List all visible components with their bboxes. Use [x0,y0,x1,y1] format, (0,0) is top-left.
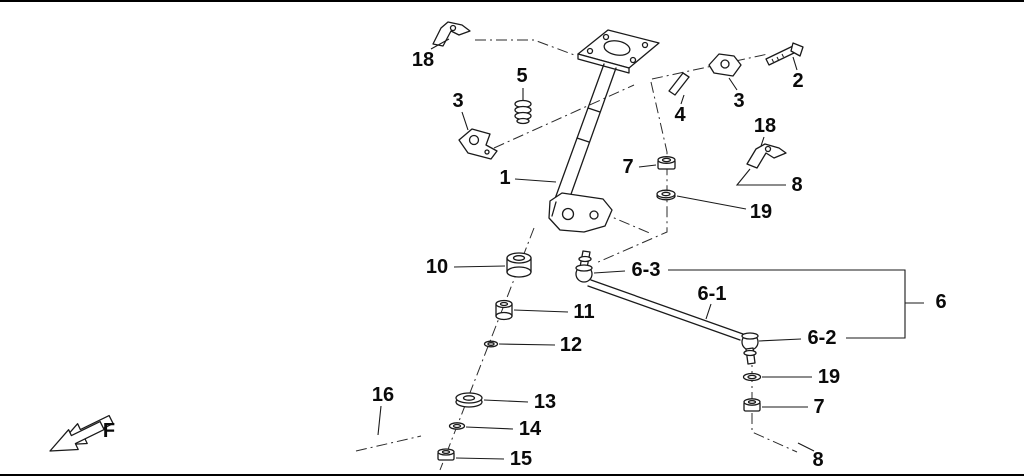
part-label-6: 6 [935,291,946,313]
part-label-8a: 8 [791,174,802,196]
column-lower-bracket [548,192,613,233]
centerlines [355,39,798,471]
washer-13 [455,392,483,408]
part-label-6-1: 6-1 [698,283,727,305]
part-label-15: 15 [510,448,532,470]
bracket-3-left [458,128,498,160]
leader-line-15 [455,457,505,460]
leader-line-6-2 [758,338,802,342]
bushing-5 [514,99,532,125]
leader-line-6-1 [705,303,712,320]
part-label-1: 1 [499,167,510,189]
bushing-10 [506,252,532,278]
leader-line-3b [728,77,738,91]
direction-label: F [103,420,115,442]
leader-line-13 [483,399,529,403]
part-label-16: 16 [372,384,394,406]
front-direction-arrow-icon [49,414,114,452]
part-label-19a: 19 [750,201,772,223]
nut-7-lower [743,398,761,412]
leader-line-16 [377,405,382,436]
leader-line-1 [514,178,557,183]
part-label-5: 5 [516,65,527,87]
part-label-6-3: 6-3 [632,259,661,281]
leader-line-3a [461,111,469,131]
washer-19-upper [656,189,676,201]
leader-line-18b [760,136,765,147]
pin-4 [668,72,690,96]
washer-12 [483,340,499,348]
part-label-3b: 3 [733,90,744,112]
ball-joint-6-2 [741,332,759,365]
leader-line-7a [638,164,657,168]
washer-14 [448,422,466,430]
leader-line-8a [735,168,786,186]
tie-rod-assembly [575,250,759,365]
part-label-3a: 3 [452,90,463,112]
leader-line-19a [676,195,747,210]
bracket-3-right [708,53,742,77]
assembly-group-bracket [668,269,906,339]
steering-column-shaft [549,63,617,215]
leader-line-11 [513,309,569,313]
part-label-14: 14 [519,418,542,440]
bushing-11 [495,299,513,321]
leader-line-6-3 [593,270,626,274]
part-label-12: 12 [560,334,582,356]
nut-15 [437,448,455,461]
part-label-18b: 18 [754,115,776,137]
leader-line-10 [453,265,506,268]
part-label-4: 4 [674,104,686,126]
part-label-18a: 18 [412,49,434,71]
part-label-19b: 19 [818,366,840,388]
part-label-7b: 7 [813,396,824,418]
leader-line-8b [797,442,815,452]
leader-line-4 [680,94,685,105]
part-label-11: 11 [573,301,594,323]
bolt-2 [765,42,804,66]
callouts-layer: 18 5 3 2 3 4 18 7 8 19 1 10 6-3 6-1 11 6-2 12 19 13 7 14 16 15… [372,38,947,471]
part-label-2: 2 [792,70,803,92]
part-label-6-2: 6-2 [808,327,837,349]
part-label-7a: 7 [622,156,633,178]
mounting-plate [577,29,660,74]
washer-19-lower [742,372,762,382]
leader-line-18a [430,38,450,50]
part-label-10: 10 [426,256,448,278]
leader-line-2 [792,56,798,71]
bracket-18-right [746,143,787,169]
part-label-8b: 8 [812,449,823,471]
nut-7-upper [657,156,676,170]
part-label-13: 13 [534,391,556,413]
ball-joint-6-3 [575,250,593,283]
leader-line-14 [465,426,514,430]
leader-line-12 [498,343,556,346]
bracket-18-left [432,21,471,47]
